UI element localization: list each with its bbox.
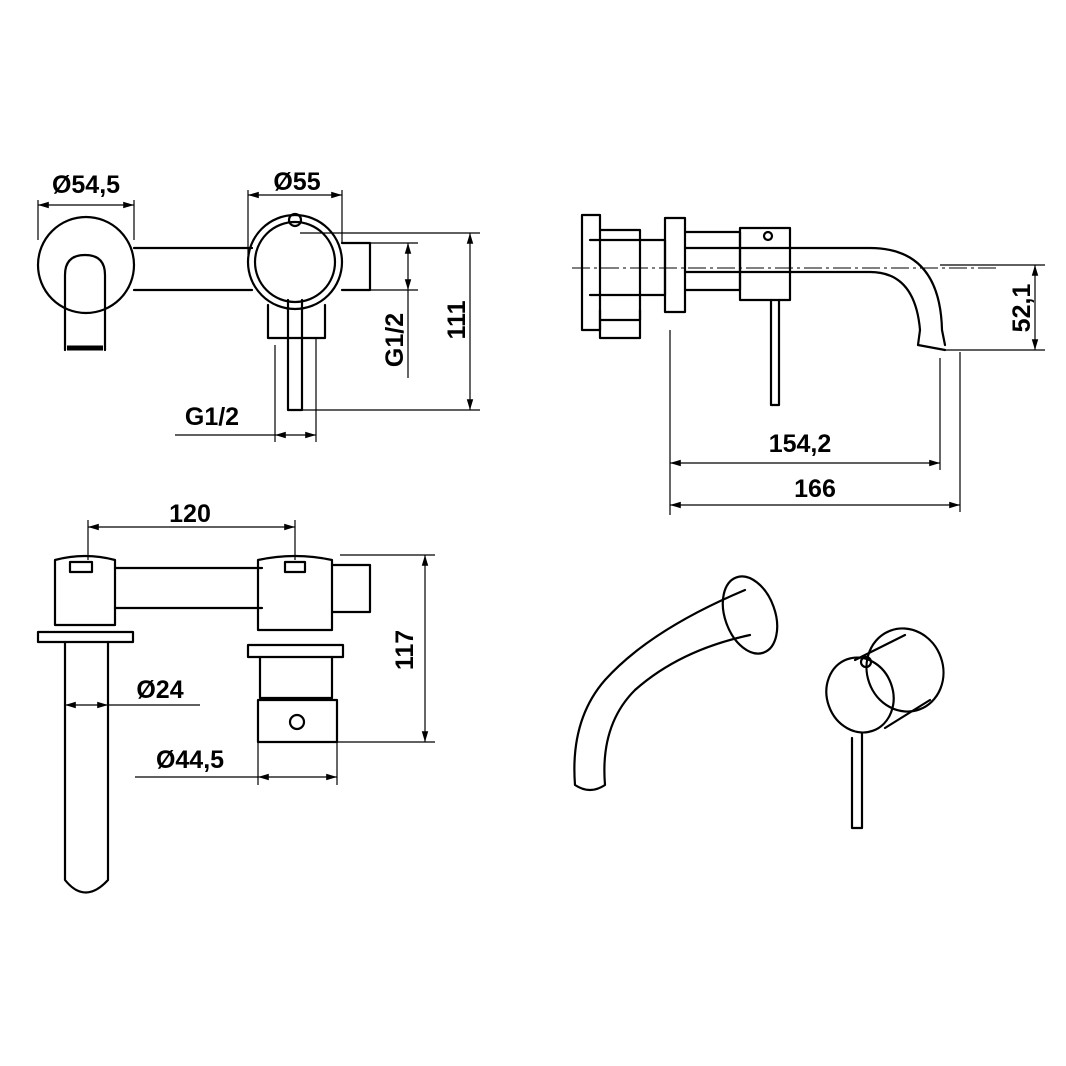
inlet-fitting <box>340 241 372 292</box>
top-pipe <box>113 566 264 610</box>
top-mixer-body <box>256 554 334 632</box>
dim-mixer-diameter: Ø55 <box>273 168 320 196</box>
perspective-handle-body <box>825 656 895 734</box>
perspective-lever <box>850 731 864 830</box>
dim-projection-inner: 154,2 <box>769 430 832 458</box>
dim-overall-height: 111 <box>443 300 471 339</box>
connecting-pipe <box>132 246 254 292</box>
wall-plate-outline <box>36 215 136 315</box>
dim-depth: 117 <box>391 630 419 670</box>
top-view: 120 117 Ø24 Ø44,5 <box>36 500 435 894</box>
dim-plate-diameter: Ø54,5 <box>52 171 120 199</box>
lever-side <box>769 298 781 407</box>
side-view: 52,1 154,2 166 <box>572 213 1045 515</box>
perspective-view <box>573 575 945 830</box>
top-plate <box>36 630 135 644</box>
dim-center-distance: 120 <box>169 500 211 528</box>
dim-inlet-thread-horizontal: G1/2 <box>185 403 239 431</box>
mixer-side-body <box>738 226 792 302</box>
flange <box>580 213 602 332</box>
spout-front <box>63 253 107 352</box>
perspective-spout <box>573 588 752 792</box>
mixer-body-outline <box>246 213 344 311</box>
perspective-mixer-plate <box>865 627 945 713</box>
perspective-wall-plate <box>721 575 779 655</box>
dim-spout-diameter: Ø24 <box>136 676 183 704</box>
cartridge-body <box>266 303 327 340</box>
dim-body-diameter: Ø44,5 <box>156 746 224 774</box>
dim-projection-total: 166 <box>794 475 836 503</box>
dim-inlet-thread-vertical: G1/2 <box>381 313 409 367</box>
spout-side <box>683 246 947 347</box>
lever-handle <box>286 298 304 412</box>
front-view: Ø54,5 Ø55 111 G1/2 G1/2 <box>36 168 480 442</box>
dim-spout-drop: 52,1 <box>1008 284 1036 333</box>
top-spout <box>63 640 110 894</box>
